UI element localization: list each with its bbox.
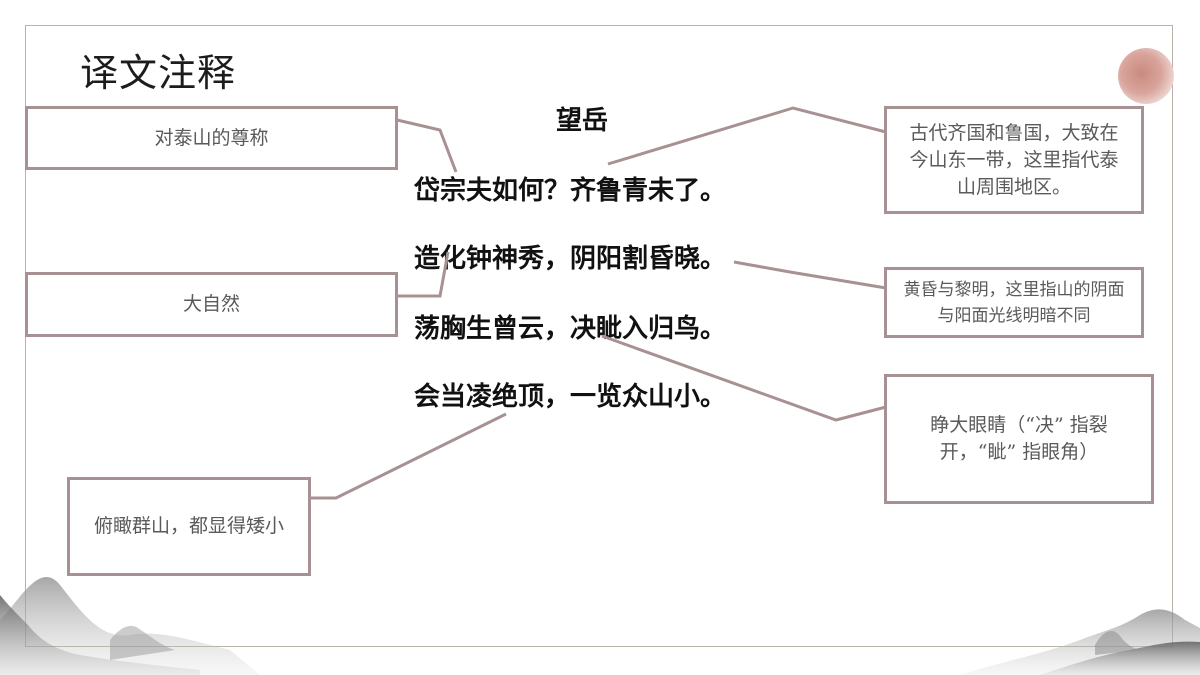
poem-title: 望岳 [556,106,609,136]
poem-line-2: 造化钟神秀，阴阳割昏晓。 [414,244,727,274]
poem-line-4: 会当凌绝顶，一览众山小。 [414,382,727,412]
poem-line-1: 岱宗夫如何？齐鲁青未了。 [414,176,727,206]
note-lanxiao: 俯瞰群山，都显得矮小 [67,477,311,576]
page-title: 译文注释 [80,51,237,95]
note-zaohua: 大自然 [25,272,398,337]
note-qilu: 古代齐国和鲁国，大致在今山东一带，这里指代泰山周围地区。 [884,106,1144,214]
note-jueci: 睁大眼睛（“决” 指裂开，“眦” 指眼角） [884,374,1154,504]
note-daizong: 对泰山的尊称 [25,106,398,170]
poem-line-3: 荡胸生曾云，决眦入归鸟。 [414,314,727,344]
note-yinyang: 黄昏与黎明，这里指山的阴面与阳面光线明暗不同 [884,267,1144,338]
red-sun-decoration [1118,48,1174,104]
